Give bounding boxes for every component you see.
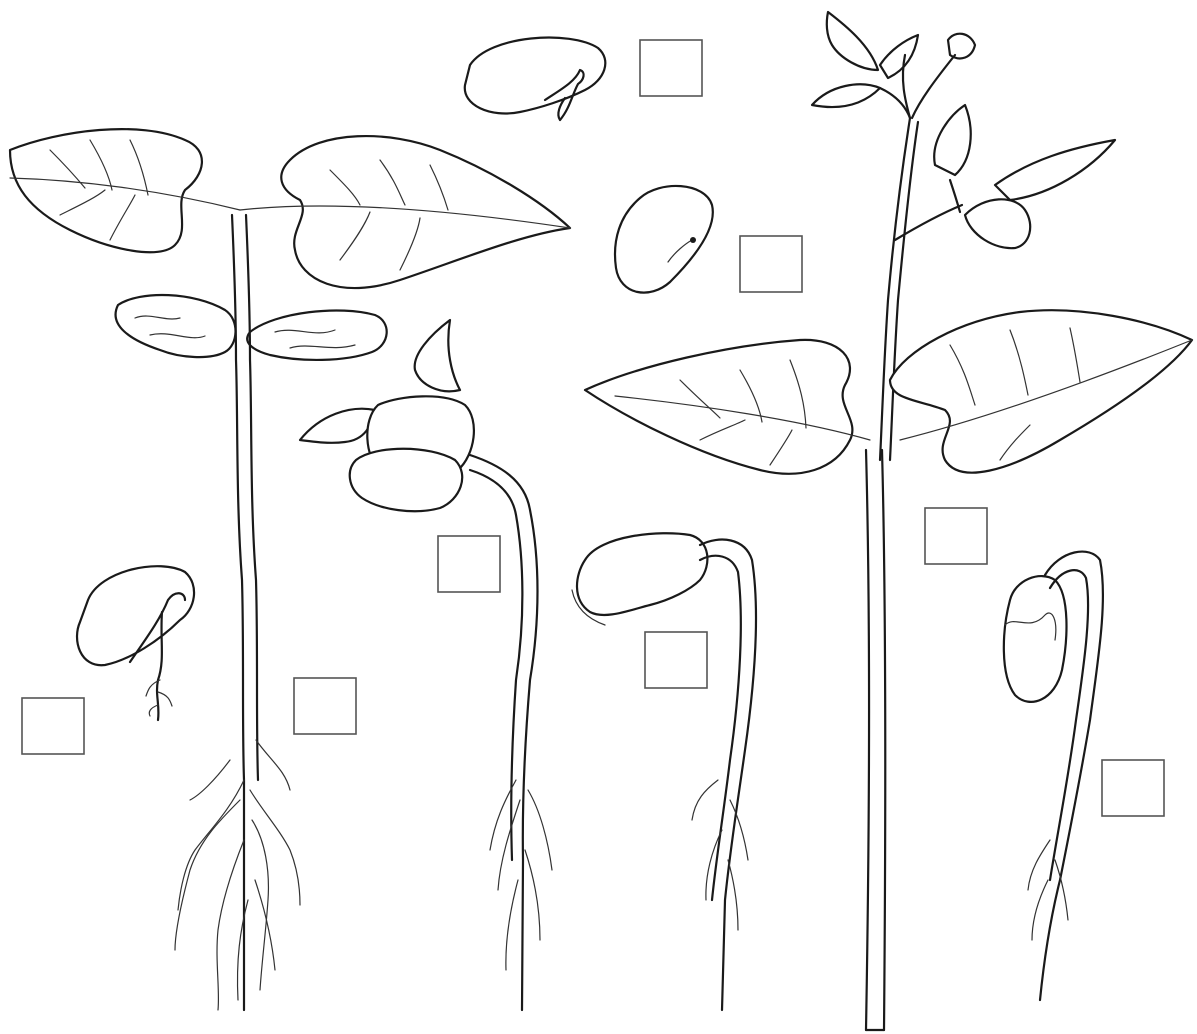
- answer-box[interactable]: [645, 632, 707, 688]
- seedling-cotyledons-illustration: [300, 320, 552, 1010]
- hooked-seedling-illustration: [1004, 552, 1103, 1000]
- answer-box[interactable]: [438, 536, 500, 592]
- seed-illustration: [615, 186, 713, 293]
- answer-box[interactable]: [1102, 760, 1164, 816]
- mature-plant-illustration: [585, 12, 1192, 1030]
- answer-box[interactable]: [925, 508, 987, 564]
- answer-box[interactable]: [740, 236, 802, 292]
- seed-with-radicle-illustration: [465, 38, 606, 120]
- answer-box[interactable]: [22, 698, 84, 754]
- seedling-arched-illustration: [572, 533, 756, 1010]
- seed-with-root-illustration: [77, 566, 194, 720]
- answer-box[interactable]: [294, 678, 356, 734]
- answer-box[interactable]: [640, 40, 702, 96]
